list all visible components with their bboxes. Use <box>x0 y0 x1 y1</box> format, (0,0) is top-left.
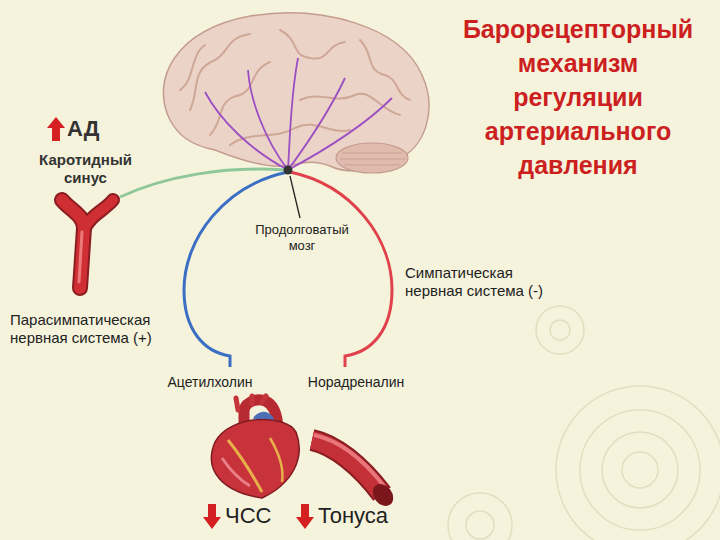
artery-outline <box>84 200 113 230</box>
afferent-nerve <box>120 169 285 197</box>
pathway <box>248 70 288 170</box>
artery-outline <box>62 200 84 288</box>
ripples <box>448 306 720 540</box>
quantity-label: АД <box>67 116 127 142</box>
mediator-label: Ацетилхолин <box>150 374 270 391</box>
ripple <box>556 386 720 540</box>
heart-body <box>211 420 299 498</box>
blood-vessel <box>312 435 397 510</box>
sympathetic-nerve <box>290 172 392 367</box>
artery <box>84 200 113 230</box>
parasympathetic-nerve <box>184 172 288 367</box>
heart <box>211 396 299 498</box>
brain-pathways <box>205 58 392 170</box>
system-label: Симпатическая нервная система (-) <box>405 264 557 300</box>
increase-arrow <box>47 117 65 141</box>
carotid-artery <box>62 200 113 288</box>
gyrus <box>180 45 205 90</box>
gyrus <box>190 34 250 110</box>
artery <box>62 200 84 288</box>
effect-label: ЧСС <box>225 503 295 529</box>
brain-gyri <box>180 30 410 145</box>
heart-highlight <box>222 458 250 486</box>
coronary-vessel <box>270 438 283 482</box>
ripple <box>602 432 678 508</box>
diagram-title: Барорецепторный механизм регуляции артер… <box>452 12 704 182</box>
pathway <box>288 98 392 170</box>
ripple <box>622 452 658 488</box>
pathway <box>205 92 288 170</box>
gyrus <box>280 30 345 59</box>
fold <box>344 165 400 166</box>
heart-vessels <box>236 396 266 410</box>
pathway <box>288 78 345 170</box>
leader-line <box>290 176 300 218</box>
system-label: Парасимпатическая нервная система (+) <box>10 311 172 347</box>
cerebellum <box>336 143 408 173</box>
ripple <box>550 320 570 340</box>
cerebellum-folds <box>340 153 406 165</box>
vessel-highlight <box>314 435 384 486</box>
ripple <box>466 511 494 539</box>
gyrus <box>360 40 410 100</box>
ripple <box>536 306 584 354</box>
mediator-label: Норадреналин <box>296 374 416 391</box>
artery-highlight <box>79 232 82 282</box>
part-label: Каротидный синус <box>28 151 143 187</box>
decrease-arrow <box>296 504 314 529</box>
ripple <box>580 410 700 530</box>
ripple <box>448 493 512 540</box>
effect-label: Тонуса <box>318 503 418 529</box>
pathway <box>288 58 298 170</box>
fold <box>340 159 406 160</box>
decrease-arrow <box>203 504 221 529</box>
fold <box>342 153 402 154</box>
medulla-point <box>284 166 293 175</box>
part-label: Продолговатый мозг <box>242 222 362 253</box>
